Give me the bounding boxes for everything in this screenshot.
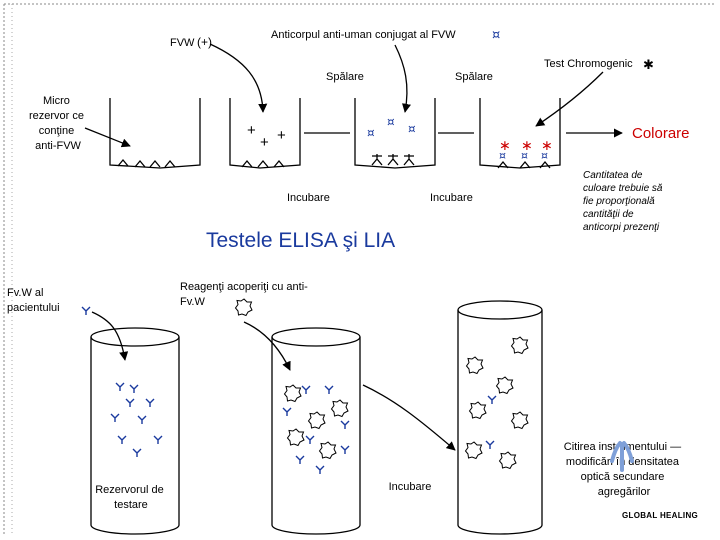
svg-text:¤: ¤ — [521, 149, 528, 162]
chromogenic-label: Test Chromogenic — [544, 58, 633, 70]
incubate-bottom-label: Incubare — [389, 481, 432, 493]
micro-line-2: rezervor ce — [29, 110, 84, 122]
fvw-label: FVW — [170, 37, 195, 49]
patient-fvw-label: Fv.W al pacientului — [7, 287, 60, 314]
micro-line-3: conţine — [39, 125, 74, 137]
micro-line-1: Micro — [43, 95, 70, 107]
wash-left-label: Spălare — [326, 71, 364, 83]
micro-line-4: anti-FVW — [35, 140, 81, 152]
color-proportion-note: Cantitatea de culoare trebuie să fie pro… — [583, 170, 665, 233]
aggregation-cylinder — [457, 300, 543, 535]
incubate-left-label: Incubare — [287, 192, 330, 204]
micro-reservoir-label: Micro rezervor ce conţine anti-FVW — [29, 95, 87, 152]
logo-text: GLOBAL HEALING — [622, 511, 698, 520]
patient-fvw-in-sample — [110, 382, 163, 458]
arrow-micro-reservoir — [84, 127, 131, 148]
page-title: Testele ELISA şi LIA — [206, 229, 395, 252]
arrow-reagent-to-cylinder — [243, 321, 291, 371]
svg-text:¤: ¤ — [541, 149, 548, 162]
svg-text:∗: ∗ — [521, 138, 533, 154]
chromogenic-symbol: ✱ — [643, 57, 654, 72]
svg-text:¤: ¤ — [499, 149, 506, 162]
svg-text:∗: ∗ — [499, 138, 511, 154]
well-4-chromogen-complex: ∗ ∗ ∗ ¤ ¤ ¤ — [497, 138, 553, 169]
conjugate-mark-2: ¤ — [387, 115, 395, 129]
fvw-plus-2: + — [260, 134, 269, 151]
well-2-bottom-antibodies — [241, 159, 285, 168]
beads-and-antibodies-mix — [282, 384, 350, 475]
arrow-to-incubation — [362, 384, 456, 451]
patient-fvw-symbol — [81, 306, 91, 316]
wash-right-label: Spălare — [455, 71, 493, 83]
coloring-label: Colorare — [632, 125, 690, 142]
aggregated-beads — [465, 336, 529, 469]
fvw-plus-3: + — [277, 127, 286, 144]
arrow-patient-to-reservoir — [91, 311, 129, 361]
fvw-symbol: (+) — [197, 35, 212, 49]
micro-well-4 — [479, 98, 561, 169]
arrow-chromogenic-to-well — [535, 71, 604, 127]
arrow-conjugate-to-well — [394, 44, 411, 113]
fvw-plus-1: + — [247, 122, 256, 139]
micro-well-1 — [109, 98, 201, 169]
svg-text:∗: ∗ — [541, 138, 553, 154]
conjugate-mark-1: ¤ — [367, 126, 375, 140]
reagent-mix-cylinder — [271, 327, 361, 535]
test-reservoir-cylinder — [90, 327, 180, 535]
well-1-bottom-antibodies — [117, 158, 176, 168]
incubate-right-label: Incubare — [430, 192, 473, 204]
arrow-fvw-to-well — [209, 43, 268, 113]
well-3-bound-complex — [371, 154, 415, 166]
micro-well-3 — [354, 98, 436, 169]
conjugate-mark-3: ¤ — [408, 122, 416, 136]
micro-well-2 — [229, 98, 301, 169]
reagent-bead-symbol — [235, 298, 253, 316]
instrument-reading-note: Citirea instrumentului — modificări în d… — [564, 441, 684, 498]
conjugate-label: Anticorpul anti-uman conjugat al FVW — [271, 29, 456, 41]
global-healing-logo — [610, 441, 634, 472]
conjugate-symbol: ¤ — [492, 28, 500, 43]
test-reservoir-label: Rezervorul de testare — [95, 484, 167, 511]
reagents-label: Reagenţi acoperiţi cu anti- Fv.W — [180, 281, 311, 308]
